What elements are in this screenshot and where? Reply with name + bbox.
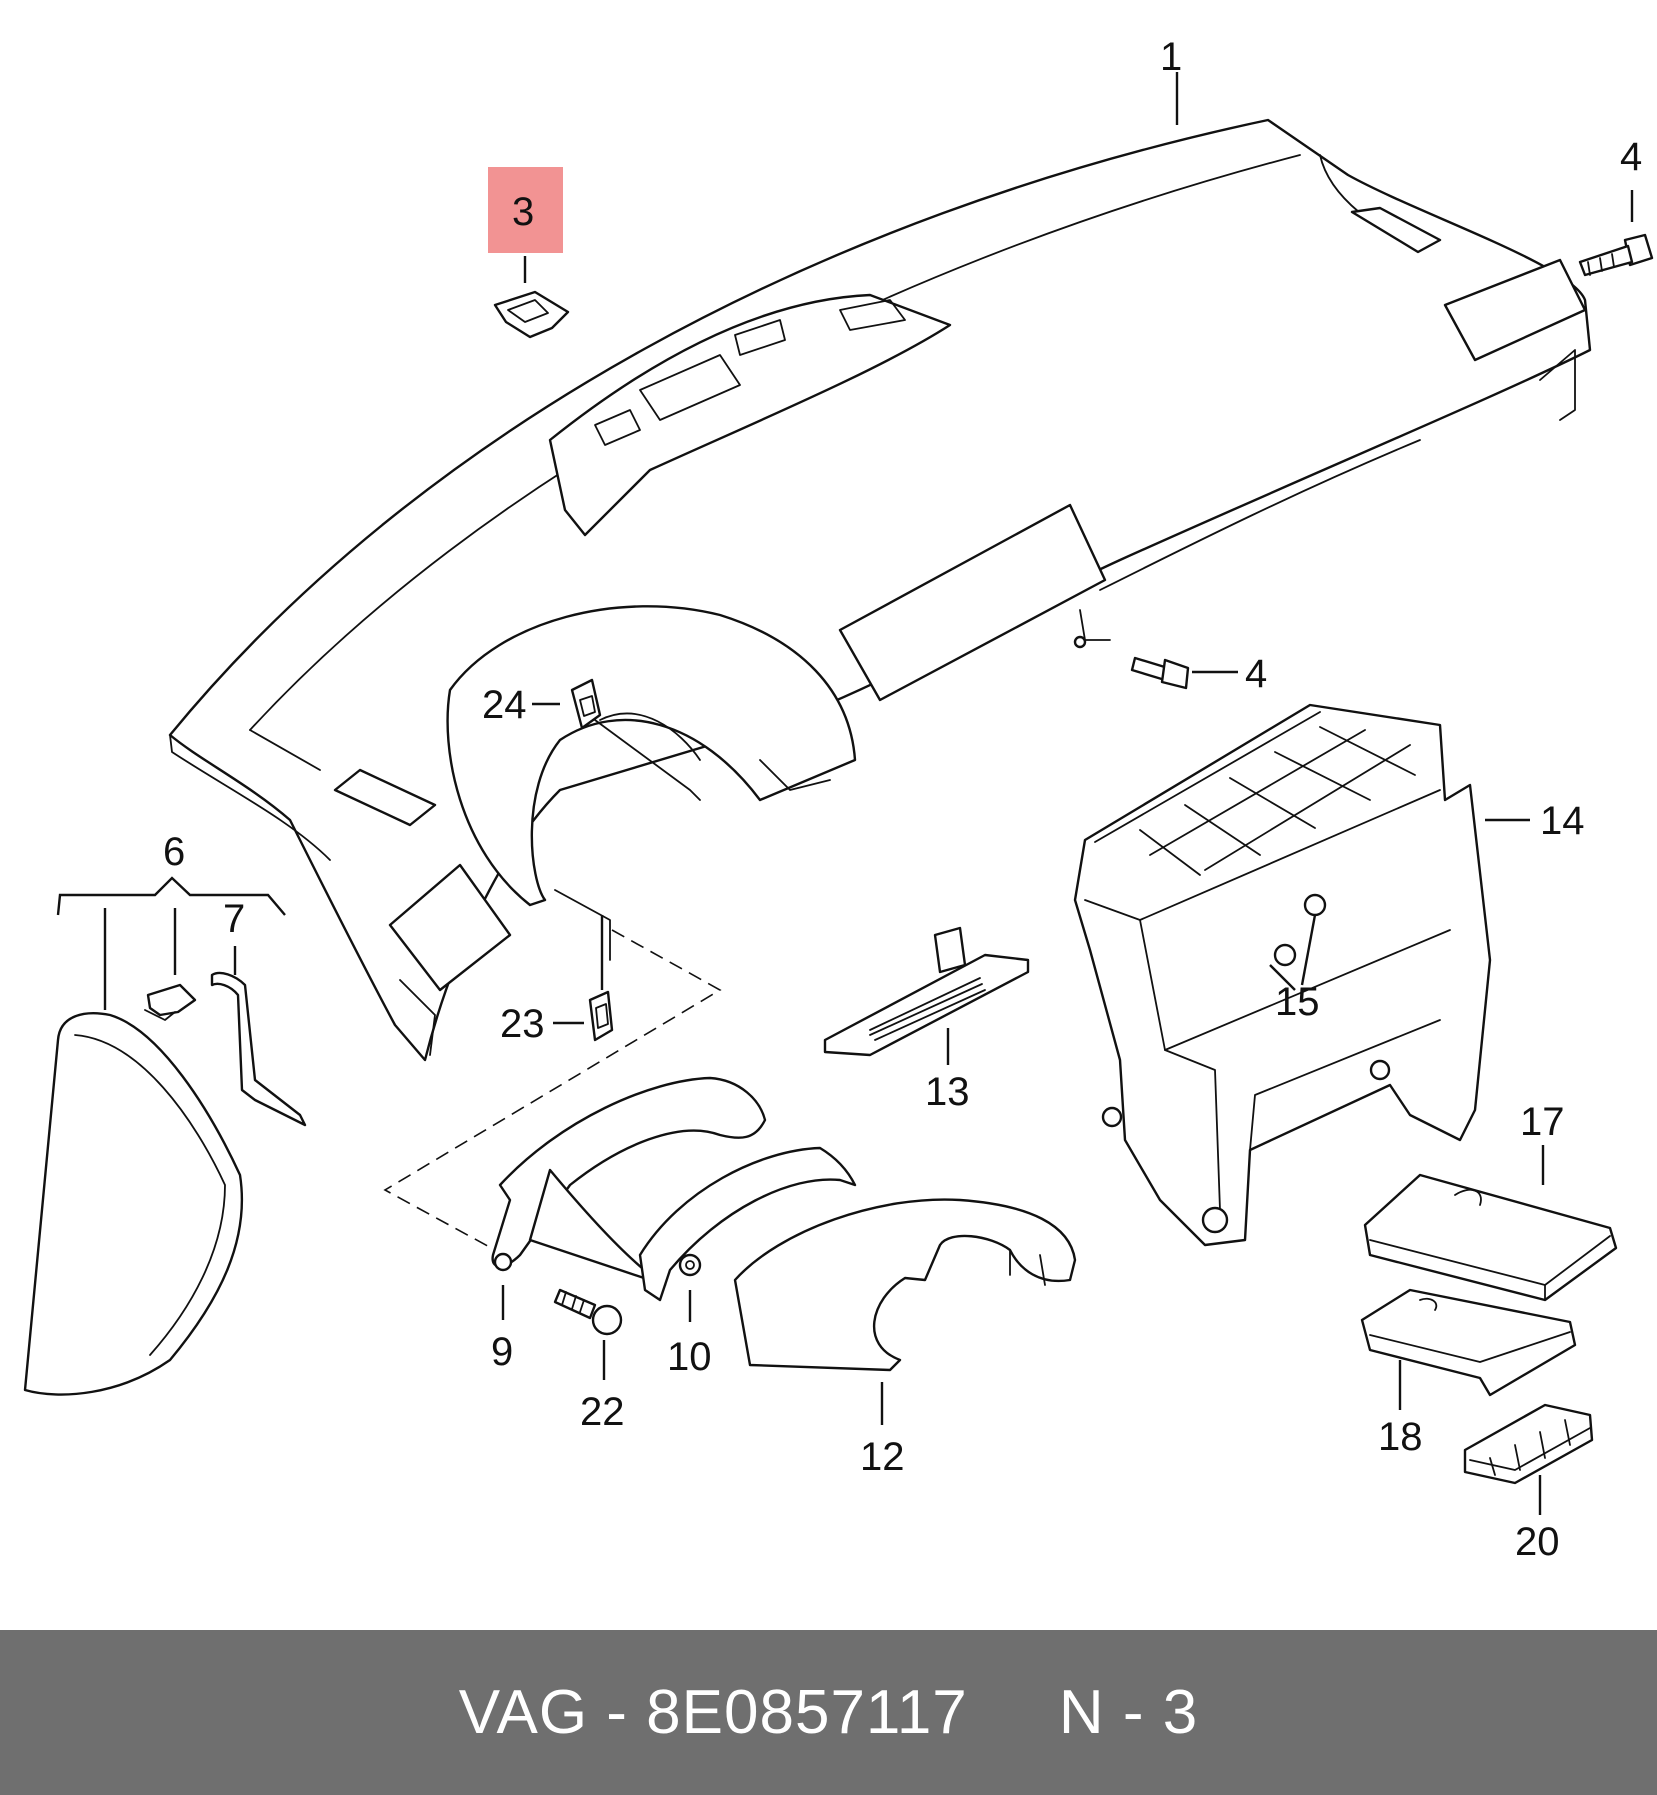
callout-12: 12: [860, 1435, 905, 1479]
callout-17: 17: [1520, 1100, 1565, 1144]
module-17[interactable]: [1363, 1145, 1618, 1302]
callout-22: 22: [580, 1390, 625, 1434]
diagram-ref: N - 3: [1058, 1678, 1199, 1747]
column-cover-12[interactable]: [733, 1198, 1077, 1425]
callout-14: 14: [1540, 799, 1585, 843]
column-bracket-10[interactable]: [638, 1146, 857, 1322]
callout-4-top: 4: [1620, 135, 1642, 179]
callout-1: 1: [1160, 35, 1182, 79]
clip-part-3[interactable]: [488, 167, 570, 339]
callout-3: 3: [512, 190, 534, 234]
clip-24[interactable]: [532, 678, 701, 801]
callout-6: 6: [163, 830, 185, 874]
spacer: [968, 1678, 1059, 1747]
screw-4-top[interactable]: [1578, 190, 1654, 277]
part-number: 8E0857117: [646, 1678, 968, 1747]
dashboard-panel: [168, 118, 1592, 1062]
callout-18: 18: [1378, 1415, 1423, 1459]
screw-22[interactable]: [553, 1288, 623, 1380]
callout-15: 15: [1275, 980, 1320, 1024]
dashed-leaders: [383, 929, 722, 1251]
brand-label: VAG: [458, 1678, 589, 1747]
parts-diagram: 1 3 4 4 6 7 9 10 12 13 14 15 17 18 20 22…: [23, 35, 1654, 1564]
callout-20: 20: [1515, 1520, 1560, 1564]
callout-9: 9: [491, 1330, 513, 1374]
callout-24: 24: [482, 683, 527, 727]
callout-4-middle: 4: [1245, 652, 1267, 696]
footer-bar: VAG - 8E0857117 N - 3: [0, 1630, 1657, 1795]
part-13[interactable]: [823, 926, 1030, 1065]
highlight-box: [488, 167, 563, 253]
callout-23: 23: [500, 1002, 545, 1046]
part-6-7-group[interactable]: [23, 876, 307, 1396]
bracket-frame-14[interactable]: [1073, 703, 1530, 1247]
callout-13: 13: [925, 1070, 970, 1114]
module-18[interactable]: [1360, 1288, 1577, 1410]
separator: -: [588, 1678, 647, 1747]
callout-labels: 1 3 4 4 6 7 9 10 12 13 14 15 17 18 20 22…: [163, 35, 1642, 1564]
callout-10: 10: [667, 1335, 712, 1379]
part-20[interactable]: [1463, 1403, 1594, 1515]
callout-7: 7: [223, 897, 245, 941]
footer-caption: VAG - 8E0857117 N - 3: [459, 1677, 1199, 1748]
clip-23[interactable]: [553, 915, 614, 1042]
screw-4-middle[interactable]: [1073, 635, 1238, 690]
